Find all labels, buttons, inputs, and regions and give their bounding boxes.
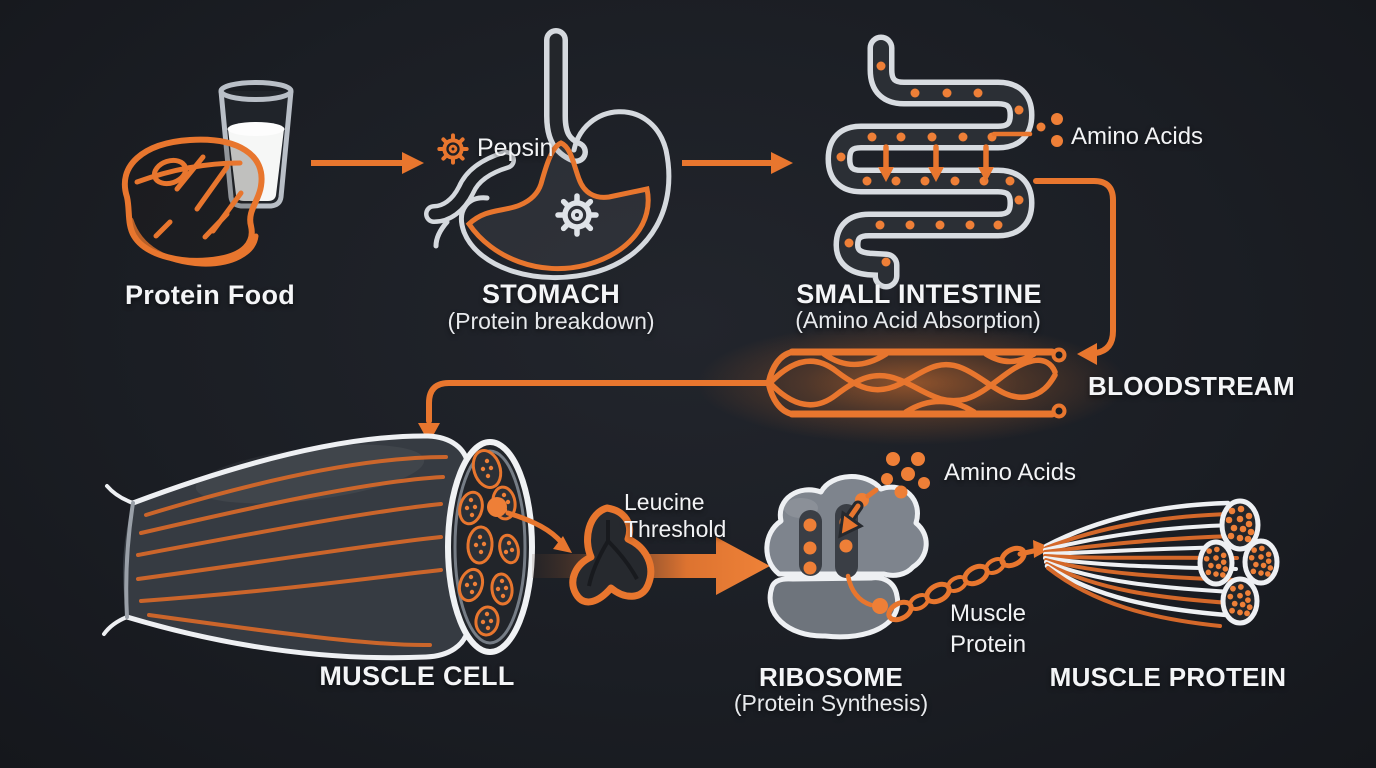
fiber-bundles xyxy=(457,448,520,637)
vessel-lattice xyxy=(767,351,1058,415)
stomach-illustration xyxy=(424,28,672,281)
small-intestine-illustration xyxy=(825,34,1063,290)
absorption-arrows xyxy=(883,144,989,173)
steak-icon xyxy=(122,136,265,267)
connector-bloodstream-to-muscle xyxy=(418,380,772,443)
muscle-protein-chain-label: Muscle Protein xyxy=(950,600,1027,658)
muscle-fibers xyxy=(136,455,448,648)
leucine-threshold-valve xyxy=(569,504,655,606)
myofibril-cross-sections xyxy=(1197,498,1280,626)
pepsin-label: Pepsin xyxy=(477,134,554,162)
muscle-protein-illustration xyxy=(1043,498,1280,628)
amino-acids-intestine-label: Amino Acids xyxy=(1071,123,1204,150)
leucine-dot xyxy=(487,497,507,517)
amino-acid-dots xyxy=(836,61,1024,267)
bloodstream-vessel xyxy=(766,347,1067,419)
arrow-stomach-to-intestine xyxy=(682,152,793,174)
ribosome-label: RIBOSOME xyxy=(759,662,903,692)
amino-acids-callout xyxy=(991,113,1063,147)
small-intestine-sublabel: (Amino Acid Absorption) xyxy=(795,307,1041,333)
stomach-label: STOMACH xyxy=(481,279,621,309)
amino-acids-cluster xyxy=(838,452,930,539)
muscle-protein-label: MUSCLE PROTEIN xyxy=(1049,662,1287,692)
amino-acids-ribosome-label: Amino Acids xyxy=(944,459,1077,486)
ribosome-illustration xyxy=(764,474,929,640)
bloodstream-label: BLOODSTREAM xyxy=(1088,371,1295,401)
leucine-threshold-label: Leucine Threshold xyxy=(624,489,727,542)
muscle-cell-label: MUSCLE CELL xyxy=(319,661,515,691)
stomach-sublabel: (Protein breakdown) xyxy=(447,308,655,334)
pepsin-gear-icon xyxy=(437,133,469,165)
stomach-fluid xyxy=(465,140,651,271)
arrow-food-to-stomach xyxy=(311,152,424,174)
small-intestine-label: SMALL INTESTINE xyxy=(796,279,1042,309)
connector-intestine-to-bloodstream xyxy=(1033,178,1116,365)
ribosome-sublabel: (Protein Synthesis) xyxy=(733,690,929,716)
protein-food-label: Protein Food xyxy=(124,280,296,310)
muscle-cell-illustration xyxy=(102,433,572,661)
protein-chain xyxy=(886,540,1052,623)
